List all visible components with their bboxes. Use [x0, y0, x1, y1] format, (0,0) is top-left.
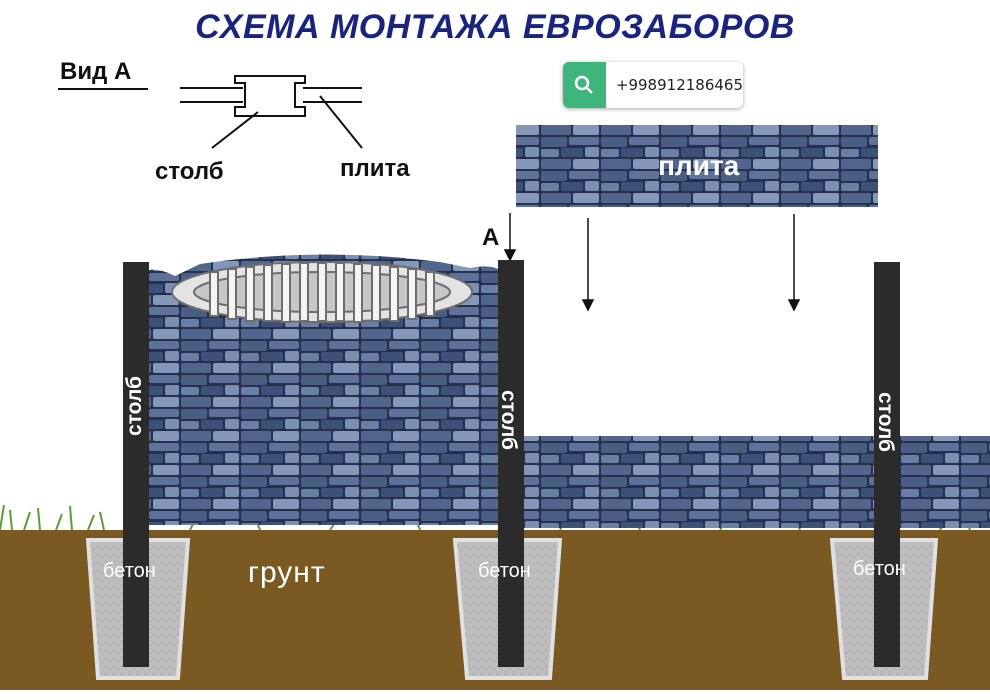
label-slab: плита: [658, 150, 740, 181]
search-icon[interactable]: [563, 62, 606, 108]
label-post-1: столб: [123, 375, 147, 437]
label-ground: грунт: [248, 556, 326, 589]
view-a-label: Вид А: [60, 58, 132, 85]
section-view-a: [180, 75, 363, 149]
arrow-down-icon: [503, 213, 801, 312]
fence-section-lower: [522, 436, 990, 528]
page-title: СХЕМА МОНТАЖА ЕВРОЗАБОРОВ: [195, 8, 795, 46]
phone-search-chip[interactable]: +998912186465: [563, 62, 743, 108]
view-a-underline: [58, 88, 148, 90]
label-concrete-3: бетон: [853, 558, 906, 580]
fence-section-installed: [148, 254, 500, 525]
marker-a: А: [482, 224, 500, 251]
label-post-2: столб: [497, 389, 521, 451]
label-slab-top: плита: [340, 155, 410, 182]
posts: [123, 260, 900, 667]
label-concrete-2: бетон: [478, 560, 531, 582]
label-post-3: столб: [874, 391, 898, 453]
decorative-top-panel: [171, 261, 473, 323]
slab: [516, 125, 878, 207]
label-post-top: столб: [155, 158, 224, 185]
phone-number[interactable]: +998912186465: [615, 76, 743, 94]
label-concrete-1: бетон: [103, 560, 156, 582]
